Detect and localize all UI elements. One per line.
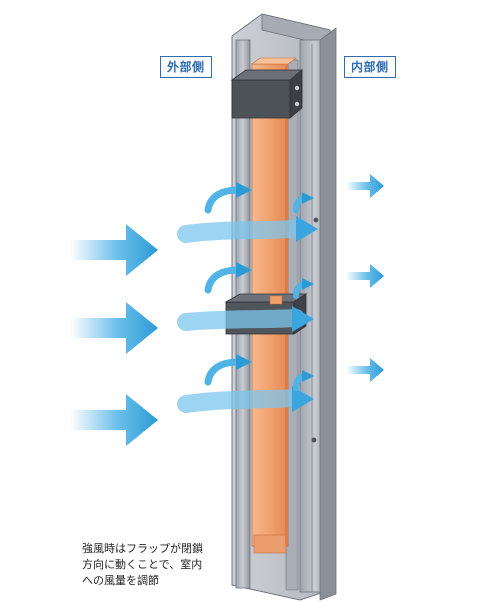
outgoing-airflow — [346, 174, 384, 382]
screw — [311, 437, 317, 443]
incoming-airflow — [70, 224, 158, 446]
airflow-arrow-large — [70, 224, 158, 276]
airflow-arrow-small — [346, 264, 384, 288]
inside-label: 内部側 — [344, 56, 396, 78]
airflow-arrow-small — [346, 174, 384, 198]
airflow-arrow-small — [346, 358, 384, 382]
airflow-arrow-large — [70, 302, 158, 354]
caption-line: 強風時はフラップが閉鎖 — [82, 542, 203, 555]
airflow-arrow-large — [70, 394, 158, 446]
outside-label: 外部側 — [160, 56, 212, 78]
upper-bracket — [230, 69, 304, 119]
through-airflow — [177, 182, 318, 413]
caption-line: 方向に動くことで、室内 — [82, 558, 203, 571]
caption-line: への風量を調節 — [82, 574, 159, 587]
caption: 強風時はフラップが閉鎖 方向に動くことで、室内 への風量を調節 — [82, 541, 242, 589]
screw — [313, 217, 319, 223]
